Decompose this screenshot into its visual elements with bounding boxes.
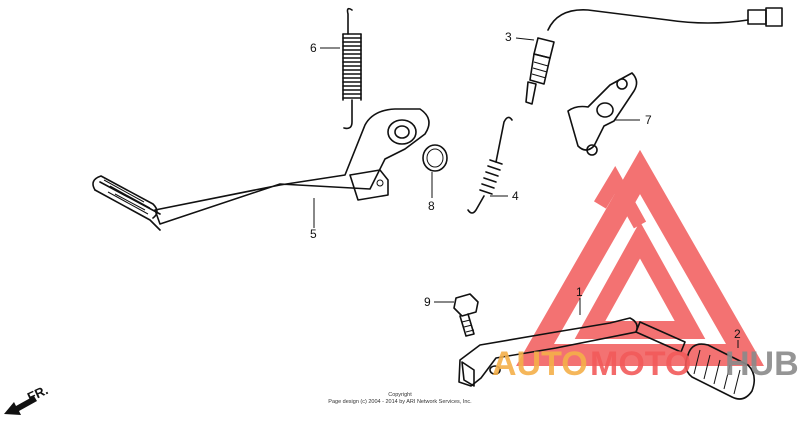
watermark-text-hub: HUB [725, 345, 799, 383]
lever-part-1 [458, 317, 686, 387]
bolt-part-9 [453, 293, 479, 337]
clip-part-8 [422, 144, 448, 172]
spring-part-4 [467, 116, 513, 214]
switch-part-3 [525, 7, 783, 105]
copyright-line-1: Copyright [388, 392, 412, 398]
label-part-8: 8 [428, 199, 435, 213]
label-part-6: 6 [310, 41, 317, 55]
label-part-1: 1 [576, 285, 583, 299]
label-part-5: 5 [310, 227, 317, 241]
label-part-4: 4 [512, 189, 519, 203]
copyright-line-2: Page design (c) 2004 - 2014 by ARI Netwo… [328, 399, 472, 405]
watermark-text-auto: AUTO [492, 345, 588, 383]
pedal-part-5 [92, 108, 430, 231]
spring-part-6 [342, 7, 362, 130]
label-part-3: 3 [505, 30, 512, 44]
watermark-text: AUTO MOTO HUB [492, 345, 799, 383]
leader-lines [313, 37, 739, 348]
label-part-7: 7 [645, 113, 652, 127]
front-arrow-icon [4, 396, 37, 415]
label-part-2: 2 [734, 327, 741, 341]
front-indicator: FR. [25, 382, 50, 404]
watermark-text-moto: MOTO [590, 345, 691, 383]
peg-part-2 [684, 343, 756, 400]
label-part-9: 9 [424, 295, 431, 309]
watermark-logo [516, 149, 764, 366]
bracket-part-7 [567, 72, 638, 156]
